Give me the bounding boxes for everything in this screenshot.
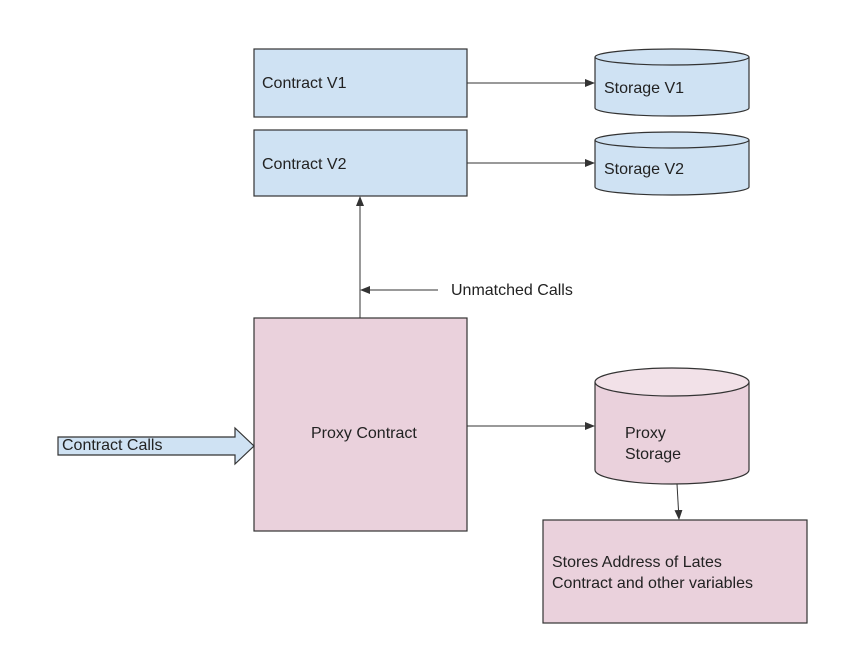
contract-v2-label: Contract V2	[262, 156, 347, 173]
contract-v2-box	[253, 129, 468, 197]
proxy-contract-box	[253, 317, 468, 532]
proxy-contract-label: Proxy Contract	[311, 425, 417, 442]
proxy-storage-cylinder	[594, 367, 750, 485]
arrow-proxy-storage-to-note	[674, 483, 683, 520]
stores-note-line1: Stores Address of Lates	[552, 554, 722, 571]
stores-note-line2: Contract and other variables	[552, 575, 753, 592]
stores-note-box	[542, 519, 808, 624]
storage-v1-cylinder	[594, 48, 750, 117]
storage-v1-label: Storage V1	[604, 80, 685, 97]
unmatched-calls-label: Unmatched Calls	[451, 282, 573, 299]
storage-v2-label: Storage V2	[604, 161, 685, 178]
storage-v2-cylinder	[594, 131, 750, 196]
proxy-storage-label-line2: Storage	[625, 446, 682, 463]
contract-v1-box	[253, 48, 468, 118]
contract-calls-arrow	[57, 426, 255, 466]
contract-calls-label: Contract Calls	[62, 437, 163, 454]
proxy-storage-label-line1: Proxy	[625, 425, 666, 442]
contract-v1-label: Contract V1	[262, 75, 347, 92]
